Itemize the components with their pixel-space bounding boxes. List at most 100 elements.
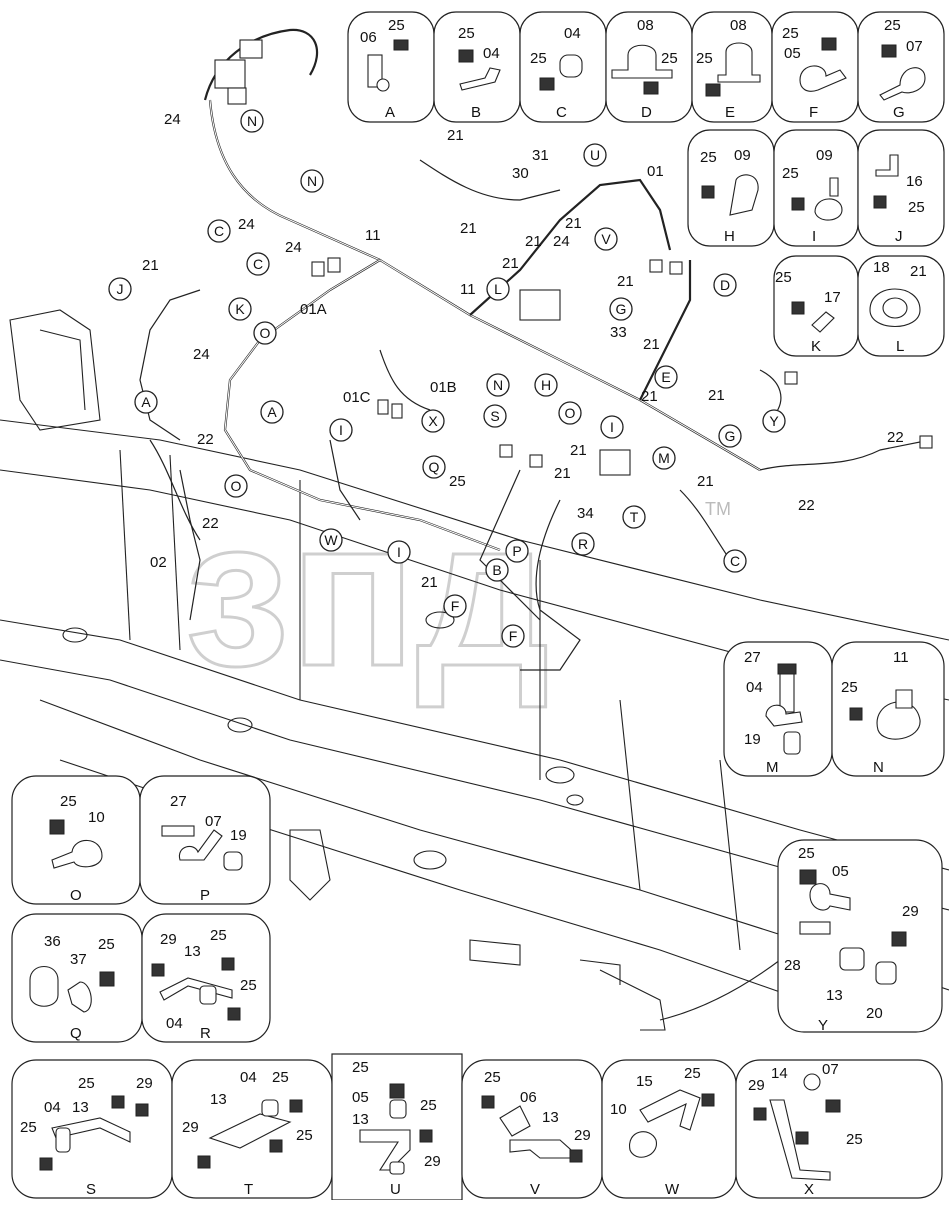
svg-text:25: 25	[775, 269, 792, 286]
callout-c: C	[723, 549, 747, 573]
svg-text:G: G	[893, 104, 905, 121]
svg-text:25: 25	[661, 50, 678, 67]
svg-text:04: 04	[44, 1099, 61, 1116]
svg-text:F: F	[451, 598, 460, 614]
svg-text:29: 29	[902, 903, 919, 920]
label-22: 22	[798, 497, 815, 514]
svg-text:06: 06	[520, 1089, 537, 1106]
detail-box-k: 25 17 K	[773, 255, 859, 357]
svg-text:J: J	[895, 228, 903, 245]
svg-text:B: B	[492, 562, 501, 578]
svg-text:25: 25	[420, 1097, 437, 1114]
svg-text:16: 16	[906, 173, 923, 190]
svg-text:25: 25	[884, 17, 901, 34]
detail-box-x: 29 14 07 25 X	[735, 1059, 943, 1199]
svg-text:X: X	[428, 413, 438, 429]
svg-text:X: X	[804, 1181, 814, 1198]
svg-text:V: V	[601, 231, 611, 247]
callout-o: O	[224, 474, 248, 498]
svg-text:37: 37	[70, 951, 87, 968]
label-01b: 01B	[430, 379, 457, 396]
watermark-text: зпд	[185, 475, 550, 710]
svg-text:25: 25	[700, 149, 717, 166]
svg-text:13: 13	[210, 1091, 227, 1108]
svg-text:05: 05	[784, 45, 801, 62]
svg-text:K: K	[811, 338, 821, 355]
svg-text:O: O	[260, 325, 271, 341]
callout-p: P	[505, 539, 529, 563]
svg-text:U: U	[590, 147, 600, 163]
svg-text:25: 25	[798, 845, 815, 862]
callout-o: O	[253, 321, 277, 345]
svg-text:N: N	[307, 173, 317, 189]
label-21: 21	[502, 255, 519, 272]
svg-text:29: 29	[574, 1127, 591, 1144]
svg-text:N: N	[247, 113, 257, 129]
svg-text:29: 29	[182, 1119, 199, 1136]
svg-text:B: B	[471, 104, 481, 121]
svg-text:07: 07	[906, 38, 923, 55]
svg-text:25: 25	[908, 199, 925, 216]
svg-text:H: H	[541, 377, 551, 393]
detail-box-n: 11 25 N	[831, 641, 945, 777]
label-22: 22	[887, 429, 904, 446]
watermark-tm: TM	[705, 499, 731, 519]
label-21: 21	[421, 574, 438, 591]
detail-box-l: 18 21 L	[857, 255, 945, 357]
svg-text:O: O	[70, 887, 82, 904]
label-01: 01	[647, 163, 664, 180]
label-24: 24	[193, 346, 210, 363]
svg-text:14: 14	[771, 1065, 788, 1082]
svg-text:N: N	[493, 377, 503, 393]
callout-x: X	[421, 409, 445, 433]
detail-box-w: 15 25 10 W	[601, 1059, 737, 1199]
label-21b: 21	[641, 388, 658, 405]
svg-text:E: E	[725, 104, 735, 121]
detail-box-b: 25 04 B	[433, 11, 521, 123]
callout-c: C	[246, 252, 270, 276]
svg-text:U: U	[390, 1181, 401, 1198]
svg-text:10: 10	[88, 809, 105, 826]
svg-text:C: C	[253, 256, 263, 272]
svg-text:I: I	[610, 419, 614, 435]
callout-i: I	[329, 418, 353, 442]
svg-text:Y: Y	[769, 413, 779, 429]
svg-text:I: I	[812, 228, 816, 245]
callout-j: J	[108, 277, 132, 301]
callout-g: G	[718, 424, 742, 448]
svg-text:21: 21	[910, 263, 927, 280]
svg-text:S: S	[490, 408, 499, 424]
callout-d: D	[713, 273, 737, 297]
svg-text:I: I	[397, 544, 401, 560]
svg-text:L: L	[494, 281, 502, 297]
svg-text:25: 25	[210, 927, 227, 944]
svg-text:H: H	[724, 228, 735, 245]
svg-text:18: 18	[873, 259, 890, 276]
label-02: 02	[150, 554, 167, 571]
detail-box-v: 25 06 13 29 V	[461, 1059, 603, 1199]
svg-text:29: 29	[748, 1077, 765, 1094]
svg-text:29: 29	[424, 1153, 441, 1170]
svg-text:25: 25	[458, 25, 475, 42]
svg-text:25: 25	[296, 1127, 313, 1144]
watermark: зпд TM	[184, 474, 732, 712]
label-21: 21	[142, 257, 159, 274]
label-21: 21	[570, 442, 587, 459]
svg-text:08: 08	[637, 17, 654, 34]
svg-text:04: 04	[166, 1015, 183, 1032]
svg-text:25: 25	[272, 1069, 289, 1086]
label-21: 21	[708, 387, 725, 404]
detail-box-o: 25 10 O	[11, 775, 141, 905]
detail-box-t: 04 25 13 29 25 T	[171, 1059, 333, 1199]
callout-l: L	[486, 277, 510, 301]
svg-text:J: J	[117, 281, 124, 297]
callout-g: G	[609, 297, 633, 321]
svg-text:36: 36	[44, 933, 61, 950]
detail-box-p: 27 07 19 P	[139, 775, 271, 905]
label-21: 21	[554, 465, 571, 482]
svg-text:06: 06	[360, 29, 377, 46]
label-24: 24	[285, 239, 302, 256]
svg-text:27: 27	[744, 649, 761, 666]
